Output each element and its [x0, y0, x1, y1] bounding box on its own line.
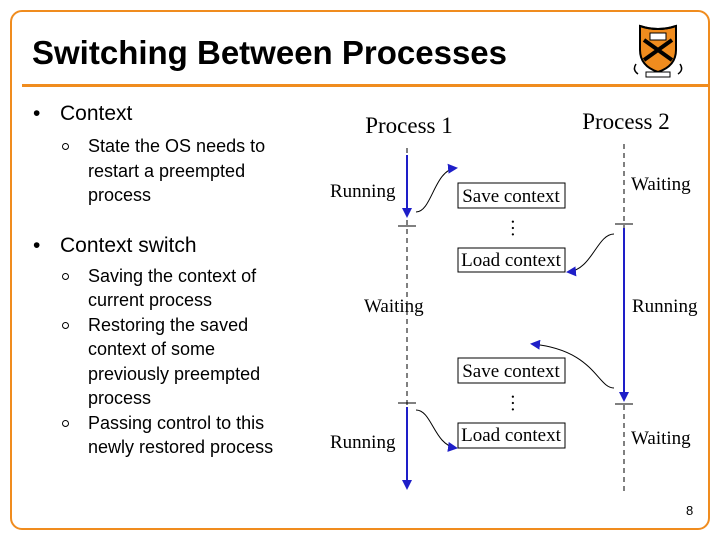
line: Restoring the saved — [88, 314, 249, 335]
page-number: 8 — [686, 503, 694, 518]
slide-frame — [10, 10, 710, 530]
bullet-context-switch: • Context switch — [30, 234, 308, 258]
sub-bullet-saving: Saving the context of current process — [30, 264, 308, 313]
save-context-label-1: Save context — [462, 186, 560, 207]
load-context-arrow-1 — [566, 233, 615, 277]
save-context-label-2: Save context — [462, 361, 560, 382]
line: process — [88, 185, 152, 205]
bullet-dot: • — [33, 233, 41, 257]
line: process — [88, 388, 152, 408]
sub-bullet-restoring: Restoring the saved context of some prev… — [30, 313, 308, 411]
line: restart a preempted — [88, 160, 246, 181]
process2-waiting-label-top: Waiting — [631, 174, 691, 195]
bullet-context: • Context — [30, 102, 308, 126]
line: Passing control to this — [88, 412, 265, 433]
line: State the OS needs to — [88, 136, 266, 156]
sub-bullet-ring — [62, 143, 69, 150]
load-context-label-2: Load context — [461, 425, 561, 446]
slide-title: Switching Between Processes — [32, 34, 508, 71]
bullet-dot: • — [33, 102, 41, 125]
line: current process — [88, 290, 213, 310]
load-context-label-1: Load context — [461, 250, 561, 271]
ellipsis-icon: … — [498, 219, 519, 238]
title-divider — [22, 84, 710, 87]
process2-waiting-label-bottom: Waiting — [631, 428, 691, 449]
ellipsis-icon: … — [498, 394, 519, 413]
bullet-text: Context switch — [60, 233, 197, 257]
sub-bullet-context-definition: State the OS needs to restart a preempte… — [30, 134, 308, 208]
sub-bullet-passing: Passing control to this newly restored p… — [30, 411, 308, 460]
line: Saving the context of — [88, 265, 257, 286]
process2-running-label: Running — [632, 296, 698, 317]
process1-waiting-label: Waiting — [364, 296, 424, 317]
save-context-arrow-1 — [415, 163, 458, 213]
bullet-list: • Context State the OS needs to restart … — [30, 102, 308, 460]
line: previously preempted — [88, 363, 261, 384]
bullet-text: Context — [60, 102, 133, 125]
line: newly restored process — [88, 437, 274, 457]
university-shield-icon — [633, 24, 683, 78]
save-context-arrow-2 — [530, 339, 615, 389]
process1-running-label-bottom: Running — [330, 432, 396, 453]
sub-bullet-ring — [62, 419, 69, 427]
save-context-box-2 — [457, 357, 566, 384]
save-context-box-1 — [457, 182, 566, 209]
process1-running-label-top: Running — [330, 181, 396, 202]
load-context-box-2 — [457, 422, 566, 449]
load-context-arrow-2 — [415, 409, 458, 452]
process1-title: Process 1 — [365, 113, 453, 138]
sub-bullet-ring — [62, 321, 69, 329]
load-context-box-1 — [457, 247, 566, 273]
line: context of some — [88, 339, 216, 359]
sub-bullet-ring — [62, 272, 69, 280]
process2-title: Process 2 — [582, 109, 670, 134]
